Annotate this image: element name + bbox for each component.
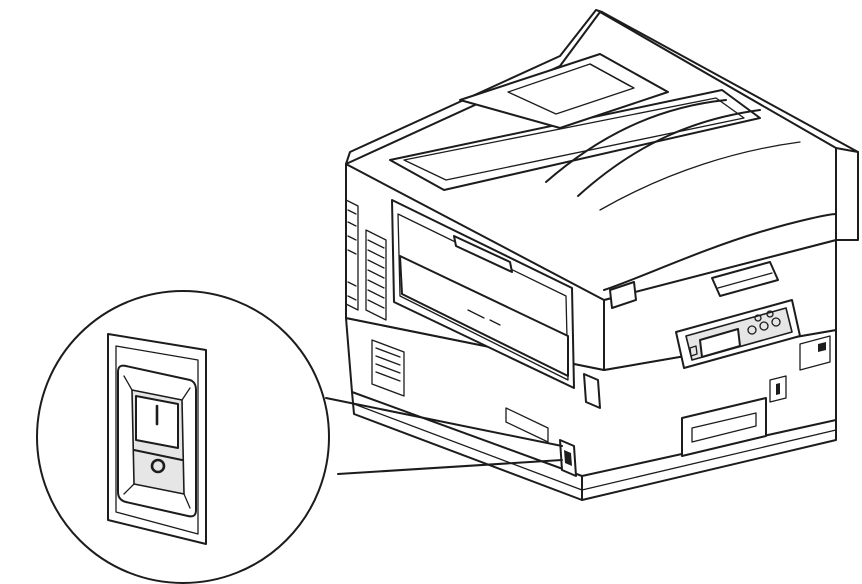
printer-power-switch (559, 439, 577, 477)
printer-side-face (345, 163, 605, 477)
printer-icon (345, 9, 859, 501)
callout-pointer-lower (337, 459, 563, 475)
power-switch-icon (107, 333, 207, 545)
manual-feed-tray (391, 199, 575, 389)
output-tray (389, 53, 761, 191)
callout-pointer-upper (325, 397, 563, 447)
printer-top-face (345, 9, 859, 309)
switch-off-mark (150, 458, 166, 474)
side-vent-grille (365, 229, 387, 321)
operator-panel (675, 299, 801, 369)
base-vent-slots (371, 339, 405, 397)
paper-tray-front (681, 375, 787, 457)
